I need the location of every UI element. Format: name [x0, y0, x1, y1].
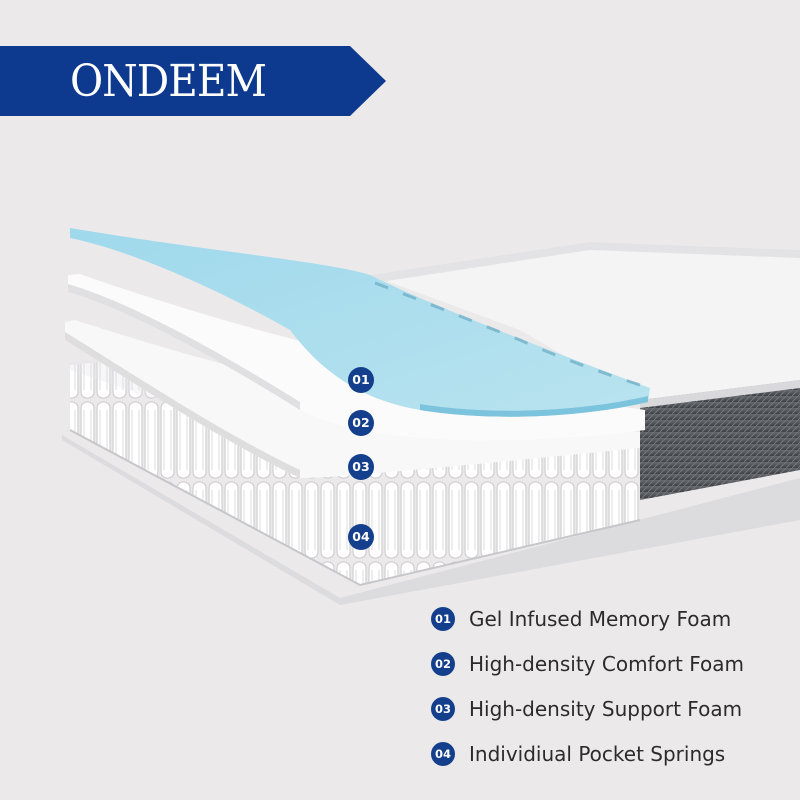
legend-number-badge: 04: [431, 742, 455, 766]
legend-label: Individiual Pocket Springs: [469, 742, 726, 766]
layer-marker-01: 01: [348, 367, 374, 393]
gel-memory-foam-layer: [70, 228, 650, 417]
banner-arrow-shape: [0, 46, 386, 116]
layer-marker-04: 04: [348, 524, 374, 550]
legend-label: High-density Support Foam: [469, 697, 743, 721]
layer-marker-03: 03: [348, 454, 374, 480]
legend-number-badge: 02: [431, 652, 455, 676]
layer-marker-02: 02: [348, 410, 374, 436]
legend-label: High-density Comfort Foam: [469, 652, 745, 676]
brand-logo-text: ONDEEM: [70, 56, 267, 107]
legend-number-badge: 01: [431, 607, 455, 631]
brand-banner: ONDEEM: [0, 46, 386, 116]
legend-label: Gel Infused Memory Foam: [469, 607, 732, 631]
legend-number-badge: 03: [431, 697, 455, 721]
mattress-cover: [370, 242, 800, 500]
